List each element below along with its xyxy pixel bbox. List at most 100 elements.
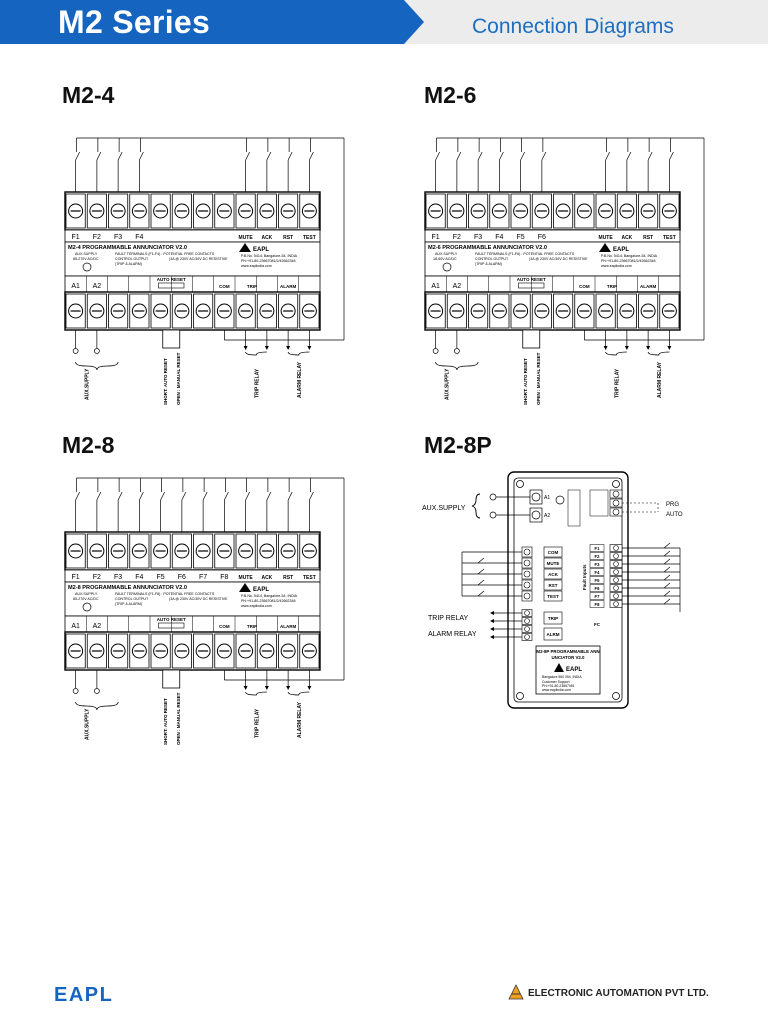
section-title-m28: M2-8	[62, 432, 115, 458]
terminal-screw-icon	[524, 634, 530, 640]
terminal-screw-icon	[524, 626, 530, 632]
company-logo-icon	[508, 984, 524, 1000]
control-terminal-label: ACK	[261, 575, 272, 581]
alarm-relay-label: ALARM RELAY	[657, 361, 663, 398]
aux-indicator-icon	[82, 262, 92, 272]
section-title-m24: M2-4	[62, 82, 115, 108]
aux-volt-label: 18-60V AC/DC	[433, 257, 457, 261]
label-box	[543, 611, 563, 625]
brand-text: EAPL	[253, 247, 269, 253]
address-text: P.B.No. 5414, Bangalore-54, INDIA	[241, 254, 298, 258]
fault-terminal-label: F8	[595, 602, 601, 607]
arrow-icon	[603, 346, 608, 350]
control-terminal-label: ACK	[621, 235, 632, 241]
fault-terminal-label: F4	[135, 234, 143, 241]
info-panel	[424, 241, 681, 277]
control-output-text: CONTROL OUTPUT	[475, 257, 509, 261]
label-row	[424, 229, 681, 243]
switch-contact	[477, 568, 485, 575]
fault-terminal-label: F4	[135, 574, 143, 581]
web-text: www.eaplindia.com	[542, 688, 571, 692]
brand-text: EAPL	[253, 587, 269, 593]
switch-contact	[663, 542, 671, 549]
switch-contact	[663, 598, 671, 605]
terminal-screw-icon	[613, 545, 619, 551]
terminal-screw-icon	[523, 559, 531, 567]
label-box	[543, 568, 563, 580]
brand-text: EAPL	[566, 667, 582, 673]
control-terminal-label: MUTE	[599, 235, 614, 241]
label-box	[543, 579, 563, 591]
fault-terminal-label: F1	[72, 234, 80, 241]
trip-relay-label: TRIP RELAY	[254, 708, 260, 738]
control-terminal-label: RST	[283, 575, 293, 581]
brace-relay	[287, 691, 310, 696]
aux-volt-label: 85-270V AC/DC	[73, 597, 99, 601]
section-title-m28p: M2-8P	[424, 432, 492, 458]
fault-terminal-label: F5	[595, 578, 601, 583]
eapl-logo-icon	[239, 583, 251, 592]
trip-label: TRIP	[247, 624, 257, 629]
alarm-relay-label: ALARM RELAY	[428, 631, 477, 638]
fault-terminal-label: F5	[157, 574, 165, 581]
arrow-icon	[667, 346, 672, 350]
terminal-a2-label: A2	[93, 283, 102, 290]
terminal-screw-icon	[613, 577, 619, 583]
auto-reset-label: AUTO RESET	[517, 277, 546, 282]
terminal-screw-icon	[523, 548, 531, 556]
control-terminal-label: TEST	[303, 575, 316, 581]
arrow-icon	[646, 346, 651, 350]
label-box	[589, 584, 605, 592]
switch-contact	[477, 151, 483, 161]
terminal-screw-icon	[612, 490, 620, 498]
aux-supply-label: AUX.SUPPLY	[422, 505, 466, 512]
label-box	[589, 552, 605, 560]
auto-reset-bracket	[158, 622, 185, 629]
fault-terminal-label: F4	[495, 234, 503, 241]
aux-terminal-icon	[489, 493, 497, 501]
fault-terminal-label: F6	[595, 586, 601, 591]
arrow-icon	[490, 619, 494, 623]
label-row	[64, 569, 321, 583]
control-terminal-label: COM	[548, 550, 559, 555]
fault-terminal-label: F6	[178, 574, 186, 581]
terminal-screw-icon	[613, 601, 619, 607]
fault-terminal-label: F2	[93, 574, 101, 581]
switch-contact	[266, 491, 272, 501]
fault-inputs-label: Fault Inputs	[582, 564, 587, 590]
footer-company-name: ELECTRONIC AUTOMATION PVT LTD.	[528, 988, 709, 999]
fc-label: FC	[594, 622, 601, 627]
arrow-icon	[286, 686, 291, 690]
arrow-icon	[243, 346, 248, 350]
web-text: www.eaplindia.com	[241, 264, 272, 268]
header-banner-shape	[0, 0, 424, 44]
switch-contact	[477, 590, 485, 597]
fault-terminal-label: F2	[453, 234, 461, 241]
info-panel	[535, 645, 601, 695]
web-text: www.eaplindia.com	[241, 604, 272, 608]
switch-contact	[520, 151, 525, 161]
label-box	[543, 557, 563, 569]
aux-label: AUX.SUPPLY	[435, 252, 458, 256]
terminal-screw-icon	[613, 553, 619, 559]
terminal-a2-label: A2	[453, 283, 462, 290]
fault-terms-text: FAULT TERMINALS (F1-F6) : POTENTIAL FREE…	[475, 252, 575, 256]
fault-terminal-label: F2	[93, 234, 101, 241]
aux-label: AUX.SUPPLY	[75, 252, 98, 256]
switch-contact	[541, 151, 547, 161]
switch-contact	[477, 579, 485, 586]
control-terminal-label: RST	[283, 235, 293, 241]
terminal-screw-icon	[523, 581, 531, 589]
switch-contact	[75, 491, 80, 501]
model-text-line2: UNCIATOR V2.0	[551, 655, 585, 660]
aux-terminal-icon	[454, 348, 460, 354]
fault-terminal-label: F1	[432, 234, 440, 241]
arrow-icon	[307, 346, 312, 350]
brace-relay	[245, 691, 267, 696]
terminal-screw-icon	[524, 610, 530, 616]
fault-terminal-label: F3	[114, 234, 122, 241]
switch-contact	[117, 491, 123, 501]
model-text: M2-4 PROGRAMMABLE ANNUNCIATOR V2.0	[68, 245, 187, 251]
open-manual-reset-label: OPEN : MANUAL RESET	[176, 352, 181, 405]
switch-contact	[309, 151, 314, 161]
